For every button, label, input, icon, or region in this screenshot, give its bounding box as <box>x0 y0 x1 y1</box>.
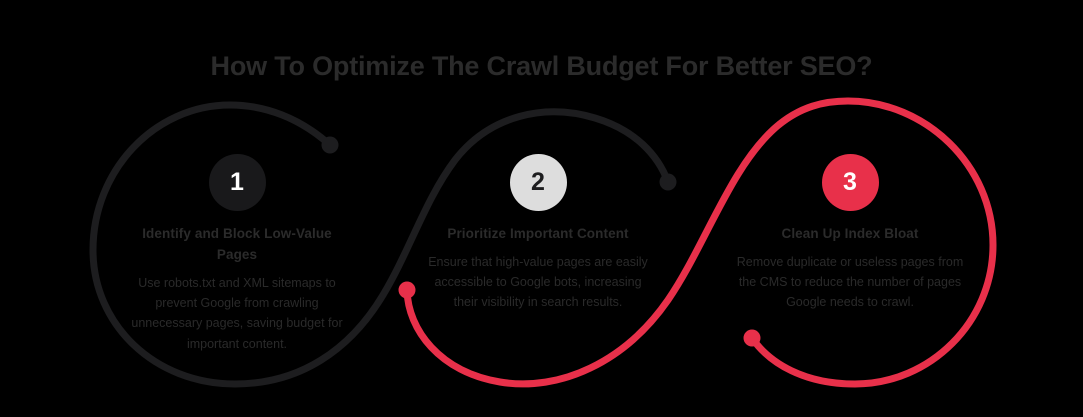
red-endpoint-dot-mid <box>398 281 416 299</box>
step-heading-1: Identify and Block Low-Value Pages <box>142 226 332 262</box>
step-card-1: 1 Identify and Block Low-Value Pages Use… <box>119 154 355 354</box>
dark-endpoint-dot-top <box>321 136 339 154</box>
step-heading-3: Clean Up Index Bloat <box>781 226 919 241</box>
step-card-3: 3 Clean Up Index Bloat Remove duplicate … <box>732 154 968 313</box>
step-card-2: 2 Prioritize Important Content Ensure th… <box>420 154 656 313</box>
step-number-badge-2: 2 <box>509 154 567 211</box>
step-body-2: Ensure that high-value pages are easily … <box>428 254 648 310</box>
step-number-badge-3: 3 <box>821 154 879 211</box>
step-body-3: Remove duplicate or useless pages from t… <box>736 254 964 310</box>
step-body-1: Use robots.txt and XML sitemaps to preve… <box>131 275 343 351</box>
step-heading-2: Prioritize Important Content <box>447 226 629 241</box>
dark-endpoint-dot-mid <box>659 173 677 191</box>
red-endpoint-dot-bottom <box>743 329 761 347</box>
page-title: How To Optimize The Crawl Budget For Bet… <box>210 51 873 82</box>
step-number-badge-1: 1 <box>208 154 266 211</box>
